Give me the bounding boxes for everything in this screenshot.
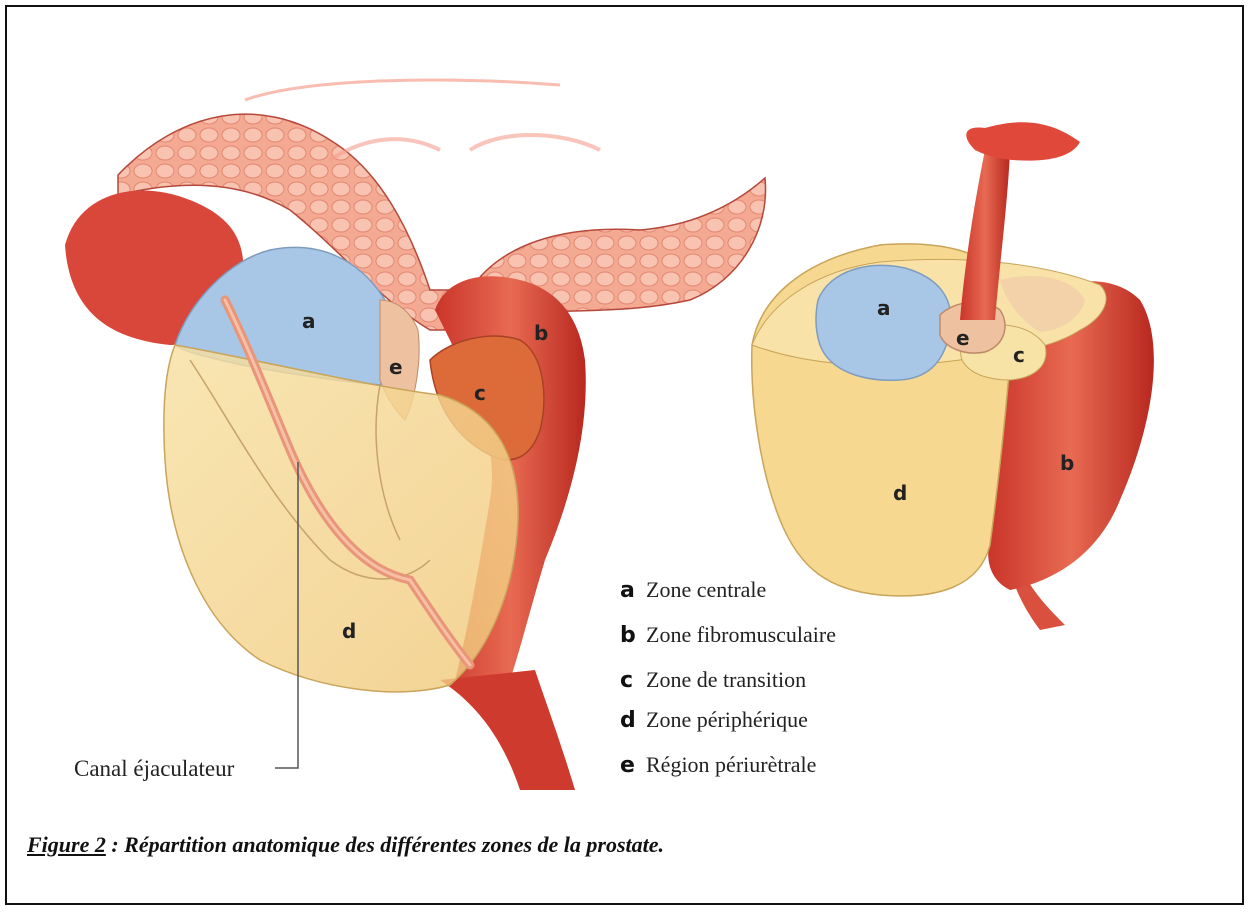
axial-zone-b-label: b bbox=[1060, 451, 1074, 475]
axial-zone-d-label: d bbox=[893, 481, 907, 505]
legend-letter-e: e bbox=[620, 753, 635, 778]
legend-letter-c: c bbox=[620, 668, 633, 693]
legend-text-a: Zone centrale bbox=[646, 577, 766, 602]
legend-text-b: Zone fibromusculaire bbox=[646, 622, 836, 647]
axial-view: a b c d e bbox=[752, 122, 1154, 630]
axial-zone-a bbox=[816, 265, 951, 380]
legend-letter-b: b bbox=[620, 623, 636, 648]
axial-zone-e-label: e bbox=[956, 326, 970, 350]
legend-letter-a: a bbox=[620, 578, 635, 603]
legend-text-d: Zone périphérique bbox=[646, 707, 808, 732]
caption-figure-number: Figure 2 bbox=[27, 832, 106, 857]
zone-c-label: c bbox=[474, 381, 486, 405]
zone-e-label: e bbox=[389, 355, 403, 379]
legend-letter-d: d bbox=[620, 708, 636, 733]
legend-text-c: Zone de transition bbox=[646, 667, 806, 692]
figure-caption: Figure 2 : Répartition anatomique des di… bbox=[27, 832, 664, 858]
callout-ejaculatory-duct: Canal éjaculateur bbox=[74, 756, 235, 781]
legend-text-e: Région périurètrale bbox=[646, 752, 816, 777]
zone-a-label: a bbox=[302, 309, 316, 333]
caption-text: : Répartition anatomique des différentes… bbox=[106, 832, 664, 857]
axial-zone-c-label: c bbox=[1013, 343, 1025, 367]
zone-b-label: b bbox=[534, 321, 548, 345]
axial-zone-a-label: a bbox=[877, 296, 891, 320]
legend: a Zone centrale b Zone fibromusculaire c… bbox=[620, 577, 836, 778]
zone-d-label: d bbox=[342, 619, 356, 643]
urethra-lower bbox=[440, 670, 575, 790]
